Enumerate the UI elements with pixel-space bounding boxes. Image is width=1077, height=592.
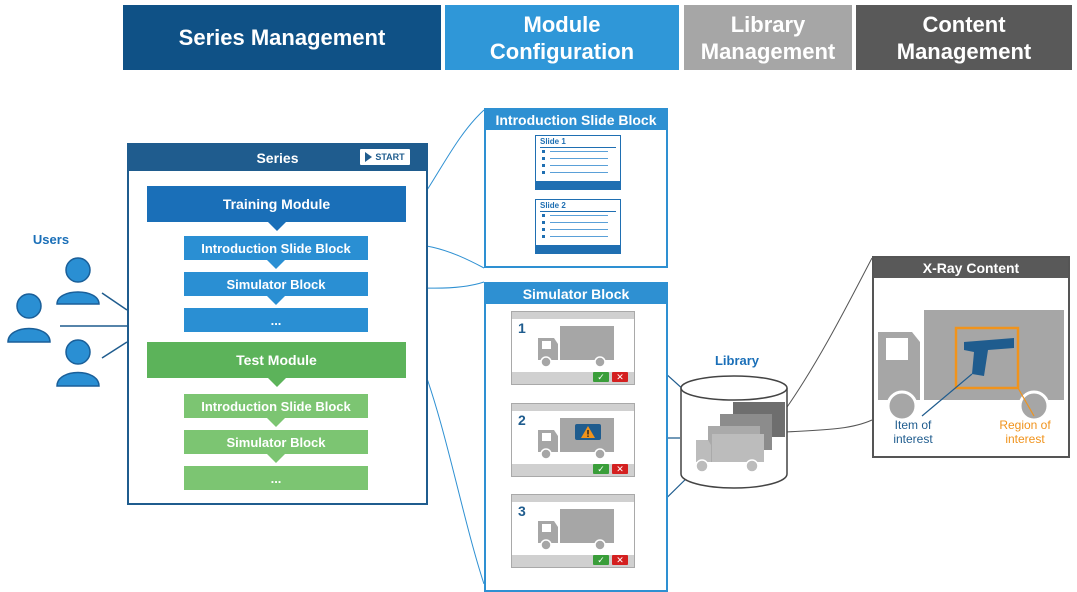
- users-icon-group: [7, 257, 100, 387]
- region-of-interest-label: Region of interest: [988, 418, 1062, 446]
- test-more-block[interactable]: ...: [184, 466, 368, 490]
- training-intro-block[interactable]: Introduction Slide Block: [184, 236, 368, 269]
- header-content-management-line2: Management: [896, 38, 1032, 64]
- user-icon-middle: [7, 293, 51, 343]
- test-sim-block[interactable]: Simulator Block: [184, 430, 368, 463]
- intro-slide-panel-title: Introduction Slide Block: [486, 110, 666, 130]
- training-more-block[interactable]: ...: [184, 308, 368, 332]
- slide-title-2: Slide 2: [540, 201, 566, 210]
- item-of-interest-line1: Item of: [894, 418, 932, 432]
- user-link-bottom: [101, 341, 128, 359]
- sim-item-3[interactable]: 3 ✓ ✕: [511, 494, 635, 568]
- xray-pointer-lines: [921, 373, 1035, 417]
- start-button-label: START: [375, 152, 405, 162]
- reject-icon[interactable]: ✕: [612, 372, 628, 382]
- user-link-top: [101, 292, 128, 311]
- xray-panel-title: X-Ray Content: [874, 258, 1068, 278]
- sim-item-1[interactable]: 1 ✓ ✕: [511, 311, 635, 385]
- region-of-interest-line1: Region of: [999, 418, 1051, 432]
- library-database-icon: [680, 375, 788, 489]
- slide-thumbnail-2[interactable]: Slide 2: [535, 199, 621, 254]
- header-content-management: Content Management: [856, 5, 1072, 70]
- header-content-management-line1: Content: [922, 11, 1006, 37]
- truck-icon: [538, 326, 614, 368]
- library-xray-bottom: [784, 419, 873, 433]
- user-icon-top: [56, 257, 100, 305]
- truck-icon: [538, 509, 614, 551]
- reject-icon[interactable]: ✕: [612, 555, 628, 565]
- test-intro-block[interactable]: Introduction Slide Block: [184, 394, 368, 427]
- sim-item-number-1: 1: [518, 320, 526, 336]
- sim-item-2[interactable]: 2 ✓ ✕: [511, 403, 635, 477]
- accept-icon[interactable]: ✓: [593, 372, 609, 382]
- user-icon-bottom: [56, 339, 100, 387]
- users-label: Users: [32, 232, 70, 247]
- header-library-management: Library Management: [684, 5, 852, 70]
- play-icon: [365, 152, 373, 162]
- header-library-management-line2: Management: [700, 38, 836, 64]
- training-module-block[interactable]: Training Module: [147, 186, 406, 231]
- test-module-block[interactable]: Test Module: [147, 342, 406, 387]
- item-of-interest-line2: interest: [893, 432, 933, 446]
- header-module-configuration-line2: Configuration: [489, 38, 635, 64]
- reject-icon[interactable]: ✕: [612, 464, 628, 474]
- library-xray-top: [784, 257, 873, 411]
- start-button[interactable]: START: [359, 148, 411, 166]
- accept-icon[interactable]: ✓: [593, 464, 609, 474]
- sim-item-number-2: 2: [518, 412, 526, 428]
- accept-icon[interactable]: ✓: [593, 555, 609, 565]
- region-of-interest-line2: interest: [1005, 432, 1045, 446]
- gun-icon: [964, 338, 1014, 376]
- header-module-configuration: Module Configuration: [445, 5, 679, 70]
- slide-thumbnail-1[interactable]: Slide 1: [535, 135, 621, 190]
- item-of-interest-label: Item of interest: [878, 418, 948, 446]
- slide-title-1: Slide 1: [540, 137, 566, 146]
- training-sim-block[interactable]: Simulator Block: [184, 272, 368, 305]
- header-module-configuration-line1: Module: [523, 11, 601, 37]
- header-series-management: Series Management: [123, 5, 441, 70]
- library-label: Library: [714, 353, 760, 368]
- header-series-management-label: Series Management: [178, 25, 386, 50]
- xray-truck-image: [878, 310, 1064, 422]
- sim-item-number-3: 3: [518, 503, 526, 519]
- simulator-panel-title: Simulator Block: [486, 284, 666, 304]
- truck-warning-icon: [538, 418, 614, 460]
- header-library-management-line1: Library: [730, 11, 806, 37]
